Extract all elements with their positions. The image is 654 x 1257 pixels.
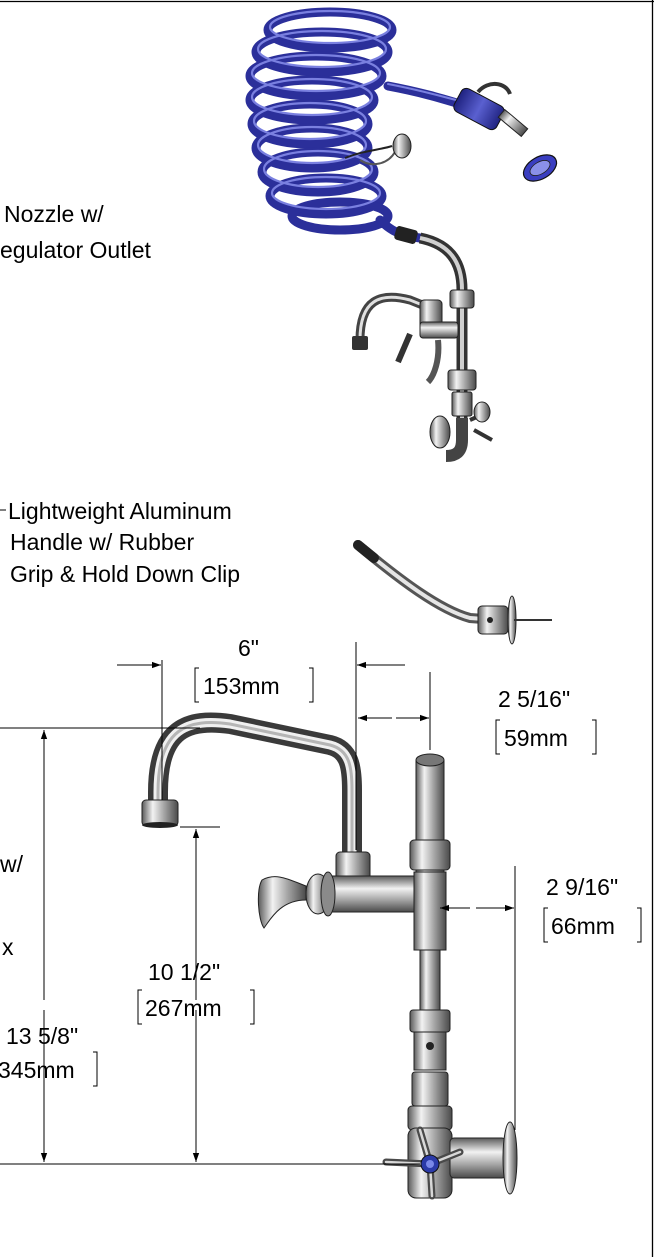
dim-offset-mm: 59mm <box>504 725 568 751</box>
faucet-illustration <box>141 712 518 1200</box>
dim-overall-height-mm: 345mm <box>0 1057 75 1083</box>
dim-spout-height-mm: 267mm <box>145 995 222 1021</box>
callout-handle-line1: Lightweight Aluminum <box>8 498 232 524</box>
callout-handle-line2: Handle w/ Rubber <box>10 529 194 555</box>
dim-reach-mm: 153mm <box>203 673 280 699</box>
dim-depth-mm: 66mm <box>551 913 615 939</box>
dim-spout-height-in: 10 1/2" <box>148 959 220 985</box>
handle-illustration <box>353 540 552 645</box>
coiled-hose <box>245 7 465 243</box>
callout-left-partial2: x <box>2 934 14 960</box>
dim-depth-in: 2 9/16" <box>546 874 618 900</box>
spray-valve <box>453 82 558 182</box>
pre-rinse-assembly-illustration <box>245 7 558 462</box>
dim-offset-in: 2 5/16" <box>498 686 570 712</box>
callout-nozzle-line1: Nozzle w/ <box>4 201 104 227</box>
wall-hook <box>344 133 412 166</box>
add-on-faucet <box>352 292 459 385</box>
callout-left-partial1: w/ <box>0 851 24 877</box>
dim-overall-height-in: 13 5/8" <box>6 1023 78 1049</box>
callout-handle-line3: Grip & Hold Down Clip <box>10 561 240 587</box>
riser-assembly <box>394 226 493 462</box>
callout-nozzle-line2: egulator Outlet <box>0 237 151 263</box>
dimension-lines <box>0 642 642 1165</box>
dim-reach-in: 6" <box>238 635 259 661</box>
